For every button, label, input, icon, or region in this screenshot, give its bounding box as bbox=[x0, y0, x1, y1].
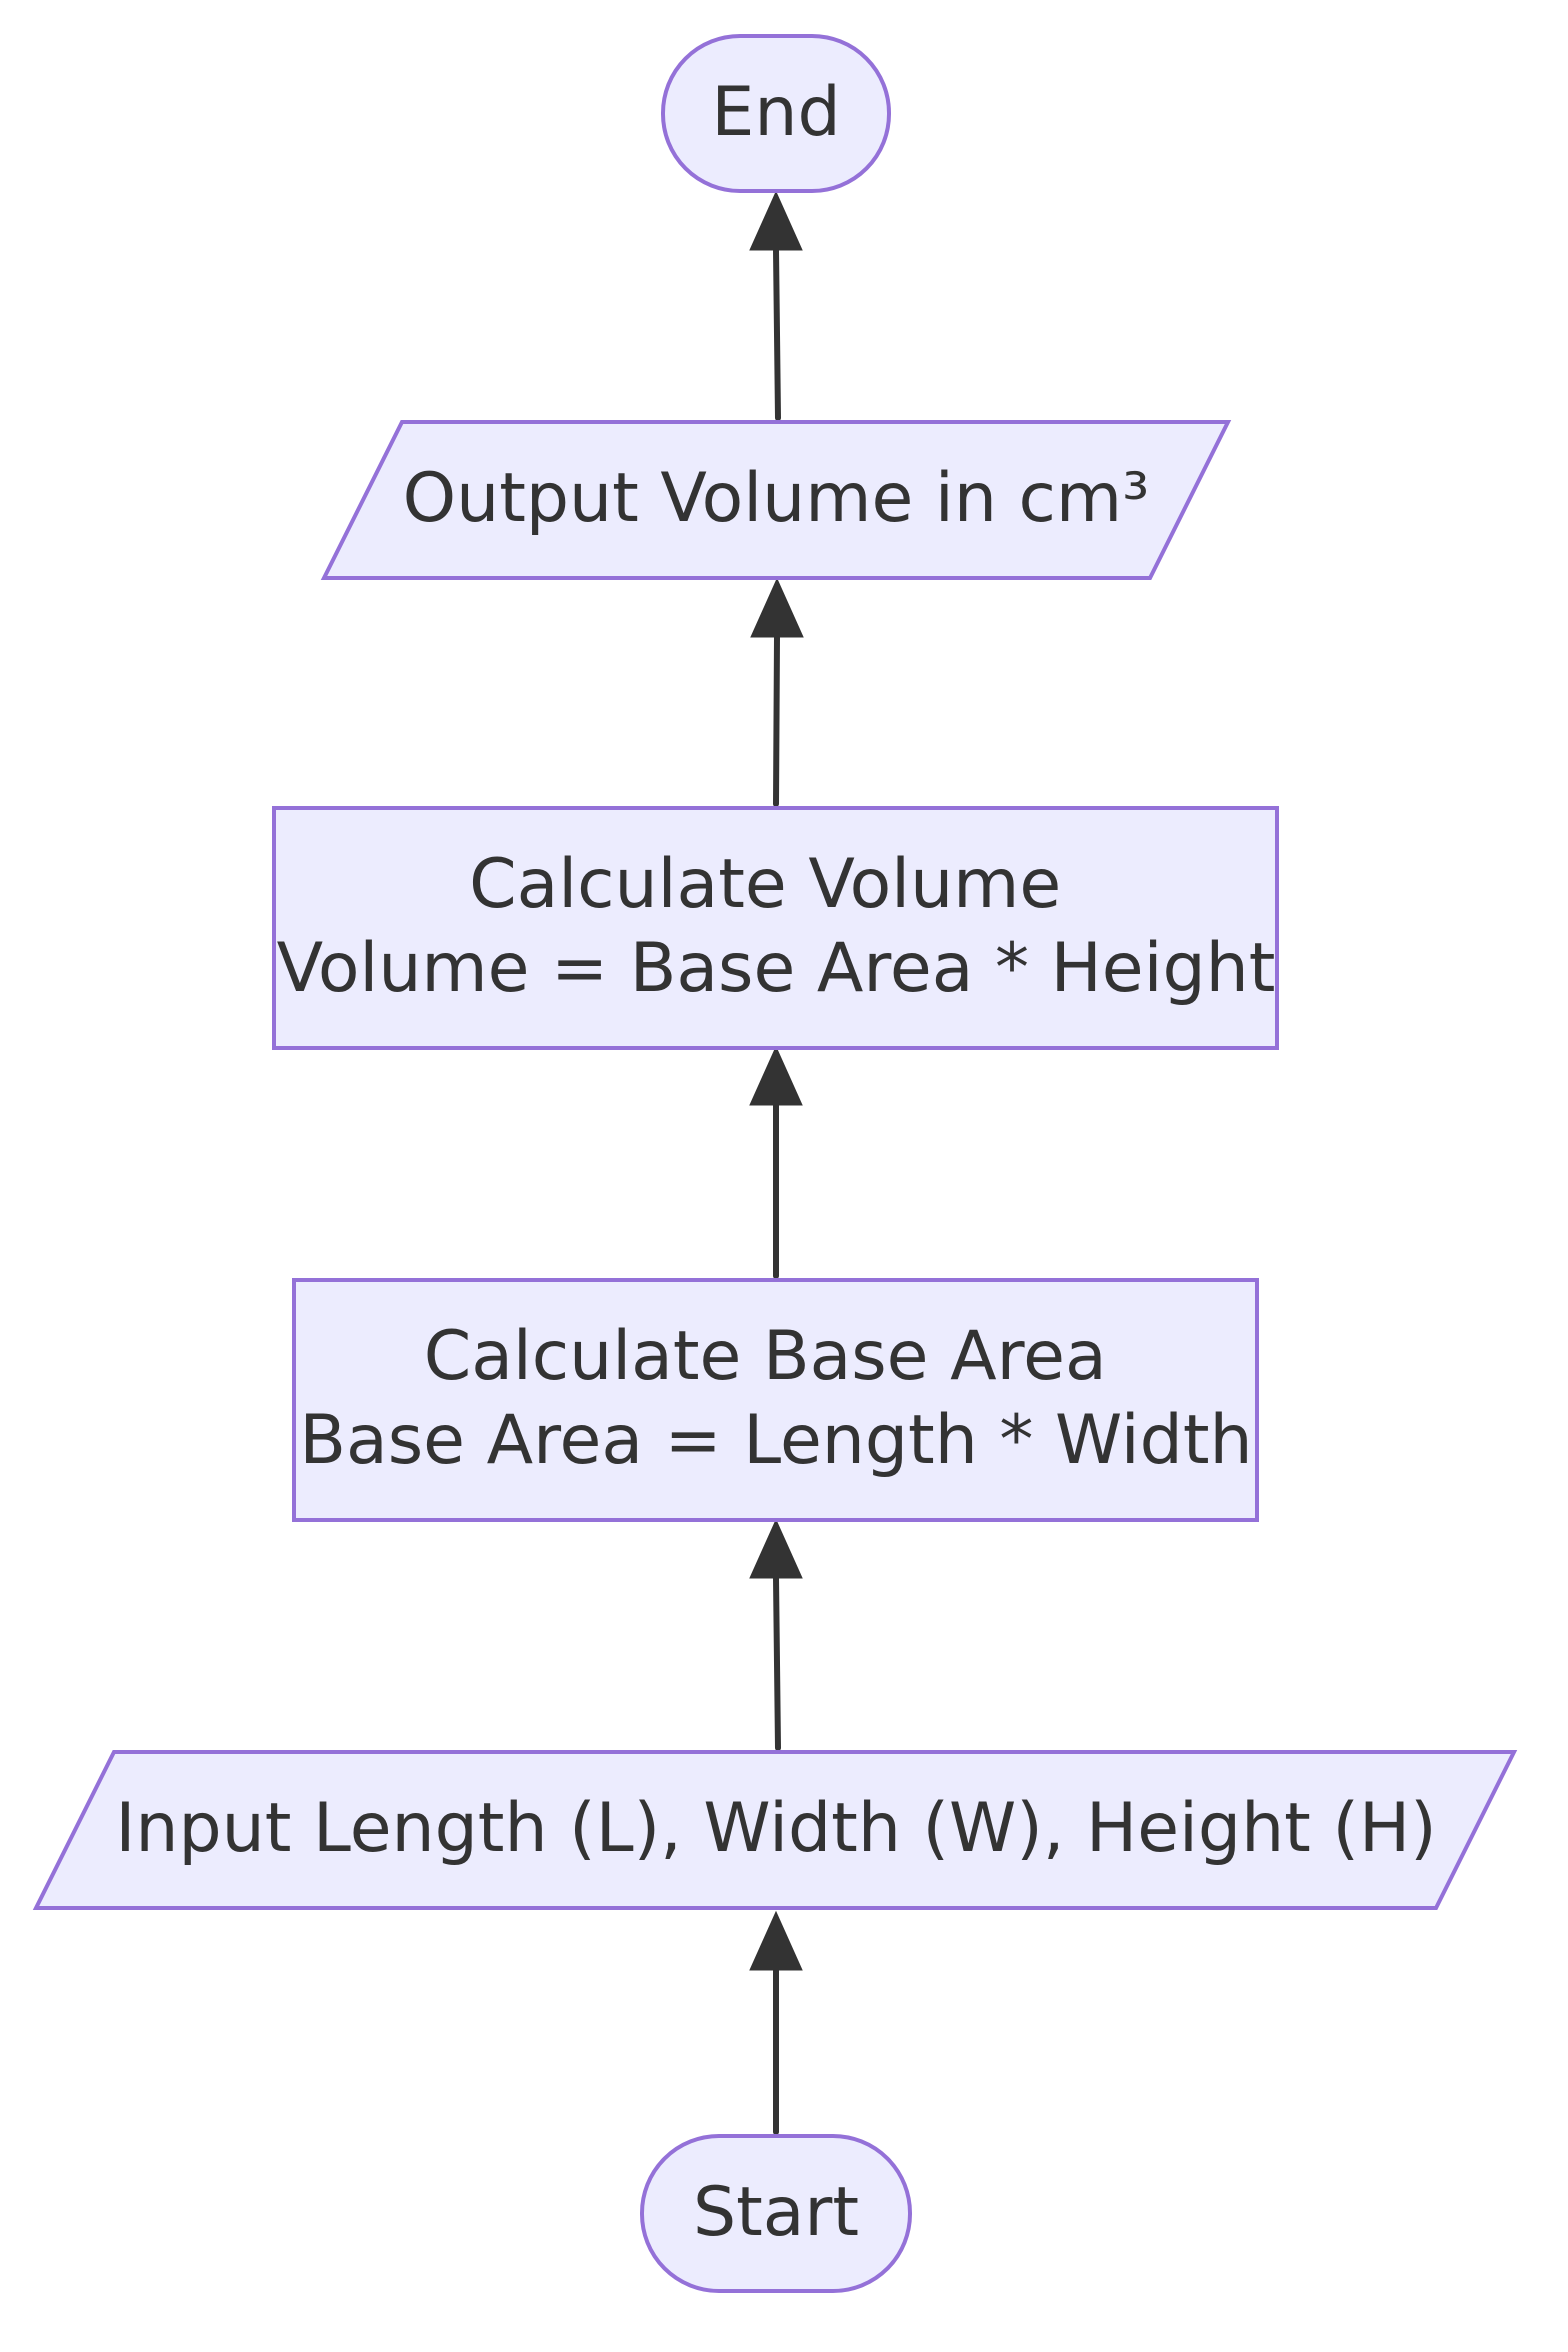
node-output[interactable]: Output Volume in cm³ bbox=[320, 420, 1232, 580]
edge-output-to-end bbox=[749, 190, 803, 421]
svg-text:Input Length (L), Width (W), H: Input Length (L), Width (W), Height (H) bbox=[115, 1789, 1436, 1868]
node-end-label: End bbox=[711, 73, 840, 152]
node-volume-formula: Volume = Base Area * Height bbox=[277, 929, 1276, 1008]
svg-text:End: End bbox=[711, 73, 840, 152]
node-start-label: Start bbox=[693, 2173, 859, 2252]
arrowhead-icon bbox=[749, 190, 803, 251]
node-input-label: Input Length (L), Width (W), Height (H) bbox=[115, 1789, 1436, 1868]
arrowhead-icon bbox=[750, 577, 804, 638]
edge-volume-to-output bbox=[750, 577, 804, 807]
node-base-area[interactable]: Calculate Base Area Base Area = Length *… bbox=[292, 1278, 1259, 1522]
edge-start-to-input bbox=[749, 1910, 803, 2135]
rectangle-shape bbox=[292, 1278, 1259, 1522]
rectangle-shape bbox=[272, 806, 1279, 1050]
node-base-area-formula: Base Area = Length * Width bbox=[299, 1401, 1252, 1480]
terminal-shape bbox=[640, 2134, 912, 2293]
arrowhead-icon bbox=[749, 1910, 803, 1971]
svg-text:Start: Start bbox=[693, 2173, 859, 2252]
terminal-shape bbox=[661, 34, 891, 193]
node-volume[interactable]: Calculate Volume Volume = Base Area * He… bbox=[272, 806, 1279, 1050]
edges bbox=[749, 190, 804, 2135]
edge-base-area-to-volume bbox=[749, 1045, 803, 1279]
node-volume-title: Calculate Volume bbox=[469, 845, 1061, 924]
svg-text:Calculate Volume Volume: Calculate Volume Volume = Base Area * He… bbox=[277, 845, 1276, 1008]
svg-text:Output Volume in cm³: Output Volume in cm³ bbox=[403, 459, 1150, 538]
node-output-label: Output Volume in cm³ bbox=[403, 459, 1150, 538]
parallelogram-shape bbox=[32, 1750, 1518, 1910]
node-start[interactable]: Start bbox=[640, 2134, 912, 2293]
node-end[interactable]: End bbox=[661, 34, 891, 193]
edge-input-to-base-area bbox=[749, 1518, 803, 1751]
arrowhead-icon bbox=[749, 1518, 803, 1579]
node-base-area-title: Calculate Base Area bbox=[424, 1317, 1107, 1396]
parallelogram-shape bbox=[320, 420, 1232, 580]
svg-text:Calculate Base Area Base: Calculate Base Area Base Area = Length *… bbox=[299, 1317, 1252, 1480]
node-input[interactable]: Input Length (L), Width (W), Height (H) bbox=[32, 1750, 1518, 1910]
arrowhead-icon bbox=[749, 1045, 803, 1106]
